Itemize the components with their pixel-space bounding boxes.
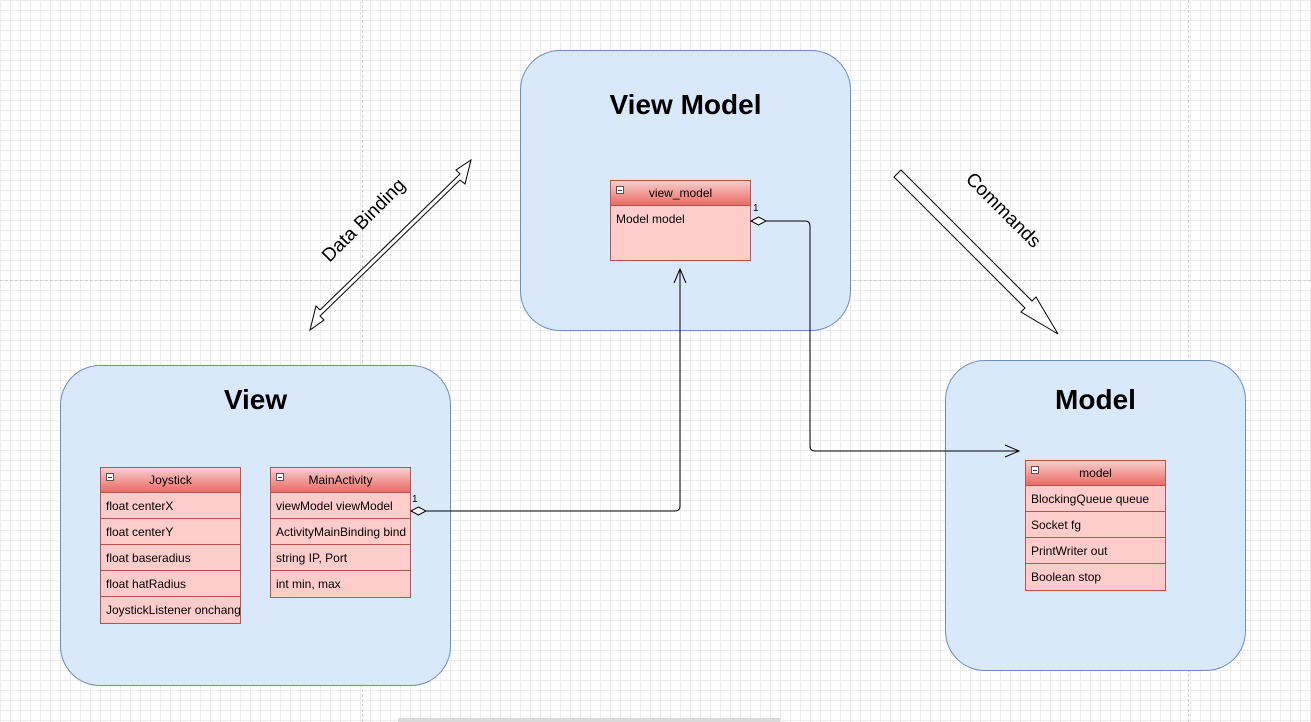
model-title: Model [1055, 384, 1136, 415]
view-title: View [223, 384, 288, 415]
association-edge-vm-model[interactable] [766, 220, 1018, 452]
class-attribute[interactable]: Boolean stop [1031, 570, 1102, 584]
class-attribute[interactable]: string IP, Port [271, 545, 410, 571]
multiplicity-label: 1 [753, 203, 759, 214]
association-edge-main-vm[interactable] [426, 270, 681, 512]
class-name: Joystick [149, 473, 192, 487]
model-layer[interactable]: Model [945, 360, 1246, 671]
class-attribute[interactable]: PrintWriter out [1026, 538, 1165, 564]
class-header[interactable]: MainActivity [271, 468, 410, 493]
class-attribute[interactable]: BlockingQueue queue [1026, 486, 1165, 512]
multiplicity-label: 1 [412, 494, 418, 505]
class-name: model [1079, 466, 1112, 480]
class-attribute[interactable]: int min, max [276, 577, 341, 591]
class-attribute[interactable]: Socket fg [1026, 512, 1165, 538]
class-header[interactable]: model [1026, 461, 1165, 486]
class-name: view_model [648, 186, 713, 200]
open-arrowhead-icon [1004, 444, 1021, 458]
class-attribute[interactable]: float centerY [101, 519, 240, 545]
collapse-icon[interactable] [276, 473, 284, 481]
view-model-class[interactable]: view_model Model model [610, 180, 751, 261]
class-attribute[interactable]: viewModel viewModel [271, 493, 410, 519]
class-name: MainActivity [308, 473, 373, 487]
open-arrowhead-icon [673, 267, 687, 284]
model-class[interactable]: model BlockingQueue queue Socket fg Prin… [1025, 460, 1166, 591]
class-attribute[interactable]: float hatRadius [101, 571, 240, 597]
view-model-title: View Model [609, 89, 762, 120]
collapse-icon[interactable] [1031, 466, 1039, 474]
class-attribute[interactable]: float baseradius [101, 545, 240, 571]
commands-arrow-icon[interactable] [893, 169, 1059, 335]
horizontal-scrollbar[interactable] [398, 718, 780, 722]
class-attribute[interactable]: JoystickListener onchang [106, 603, 240, 617]
collapse-icon[interactable] [616, 186, 624, 194]
collapse-icon[interactable] [106, 473, 114, 481]
aggregation-diamond-icon [409, 506, 428, 516]
joystick-class[interactable]: Joystick float centerX float centerY flo… [100, 467, 241, 624]
class-attribute[interactable]: ActivityMainBinding bind [271, 519, 410, 545]
class-header[interactable]: Joystick [101, 468, 240, 493]
class-attribute[interactable]: Model model [616, 212, 685, 226]
aggregation-diamond-icon [749, 216, 768, 226]
page-break-vertical-left [362, 0, 363, 722]
class-header[interactable]: view_model [611, 181, 750, 206]
main-activity-class[interactable]: MainActivity viewModel viewModel Activit… [270, 467, 411, 598]
class-attribute[interactable]: float centerX [101, 493, 240, 519]
data-binding-double-arrow-icon[interactable] [309, 158, 472, 332]
